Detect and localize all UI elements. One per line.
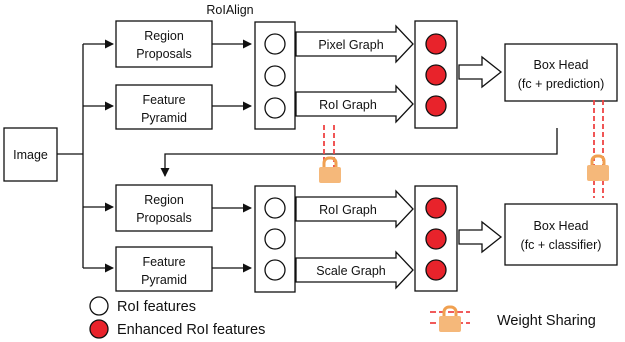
top-region-proposals-label-1: Region	[144, 29, 184, 43]
bottom-enhanced-feature-2	[425, 228, 447, 250]
bottom-feature-pyramid-box	[115, 246, 213, 292]
top-roi-feature-2	[264, 65, 286, 87]
bottom-scale-graph-arrow	[295, 250, 414, 290]
top-to-roialign-arrows	[212, 39, 252, 111]
feedback-connector	[160, 128, 558, 177]
bottom-feature-pyramid-label-2: Pyramid	[141, 273, 187, 287]
top-enhanced-feature-2	[425, 64, 447, 86]
bottom-roi-feature-3	[264, 259, 286, 281]
bottom-enhanced-feature-1	[425, 197, 447, 219]
legend-roi-features-label: RoI features	[117, 299, 196, 315]
top-to-box-head-arrow	[458, 55, 503, 89]
bottom-roi-graph-arrow	[295, 189, 414, 229]
top-roi-graph-label: RoI Graph	[319, 98, 377, 112]
top-box-head	[504, 43, 618, 102]
bottom-roi-graph-label: RoI Graph	[319, 203, 377, 217]
roialign-label: RoIAlign	[206, 3, 253, 17]
top-box-head-label-1: Box Head	[534, 58, 589, 72]
top-roi-graph-arrow	[295, 84, 414, 124]
lock-icon	[585, 154, 611, 183]
legend-enhanced-feature-swatch	[89, 319, 109, 339]
top-roi-feature-1	[264, 33, 286, 55]
bottom-box-head-label-2: (fc + classifier)	[521, 238, 602, 252]
top-region-proposals-label-2: Proposals	[136, 47, 192, 61]
legend-enhanced-roi-features-label: Enhanced RoI features	[117, 322, 265, 338]
top-box-head-label-2: (fc + prediction)	[518, 77, 605, 91]
bottom-box-head-label-1: Box Head	[534, 219, 589, 233]
bottom-region-proposals-label-1: Region	[144, 193, 184, 207]
legend-weight-sharing-label: Weight Sharing	[497, 313, 596, 329]
legend: RoI features Enhanced RoI features Weigh…	[89, 296, 596, 339]
top-enhanced-feature-1	[425, 33, 447, 55]
bottom-to-roialign-arrows	[212, 203, 252, 273]
bottom-region-proposals-box	[115, 184, 213, 232]
weight-sharing-lock-right	[585, 100, 611, 198]
bottom-region-proposals-label-2: Proposals	[136, 211, 192, 225]
weight-sharing-lock-left	[317, 125, 343, 185]
top-pixel-graph-label: Pixel Graph	[318, 38, 383, 52]
legend-weight-sharing-swatch	[430, 305, 470, 334]
legend-roi-feature-swatch	[89, 296, 109, 316]
top-pixel-graph-arrow	[295, 24, 414, 64]
image-input-label: Image	[13, 148, 48, 162]
lock-icon	[317, 156, 343, 185]
bottom-to-box-head-arrow	[458, 220, 503, 254]
image-split-connectors	[57, 39, 114, 273]
bottom-feature-pyramid-label-1: Feature	[142, 255, 185, 269]
top-enhanced-feature-3	[425, 95, 447, 117]
lock-icon	[437, 305, 463, 334]
top-roi-feature-3	[264, 97, 286, 119]
top-feature-pyramid-label-1: Feature	[142, 93, 185, 107]
bottom-enhanced-feature-3	[425, 259, 447, 281]
top-feature-pyramid-box	[115, 84, 213, 130]
bottom-roi-feature-1	[264, 197, 286, 219]
bottom-scale-graph-label: Scale Graph	[316, 264, 386, 278]
bottom-box-head	[504, 203, 618, 266]
bottom-roi-feature-2	[264, 228, 286, 250]
top-feature-pyramid-label-2: Pyramid	[141, 111, 187, 125]
image-input-box	[3, 127, 58, 182]
